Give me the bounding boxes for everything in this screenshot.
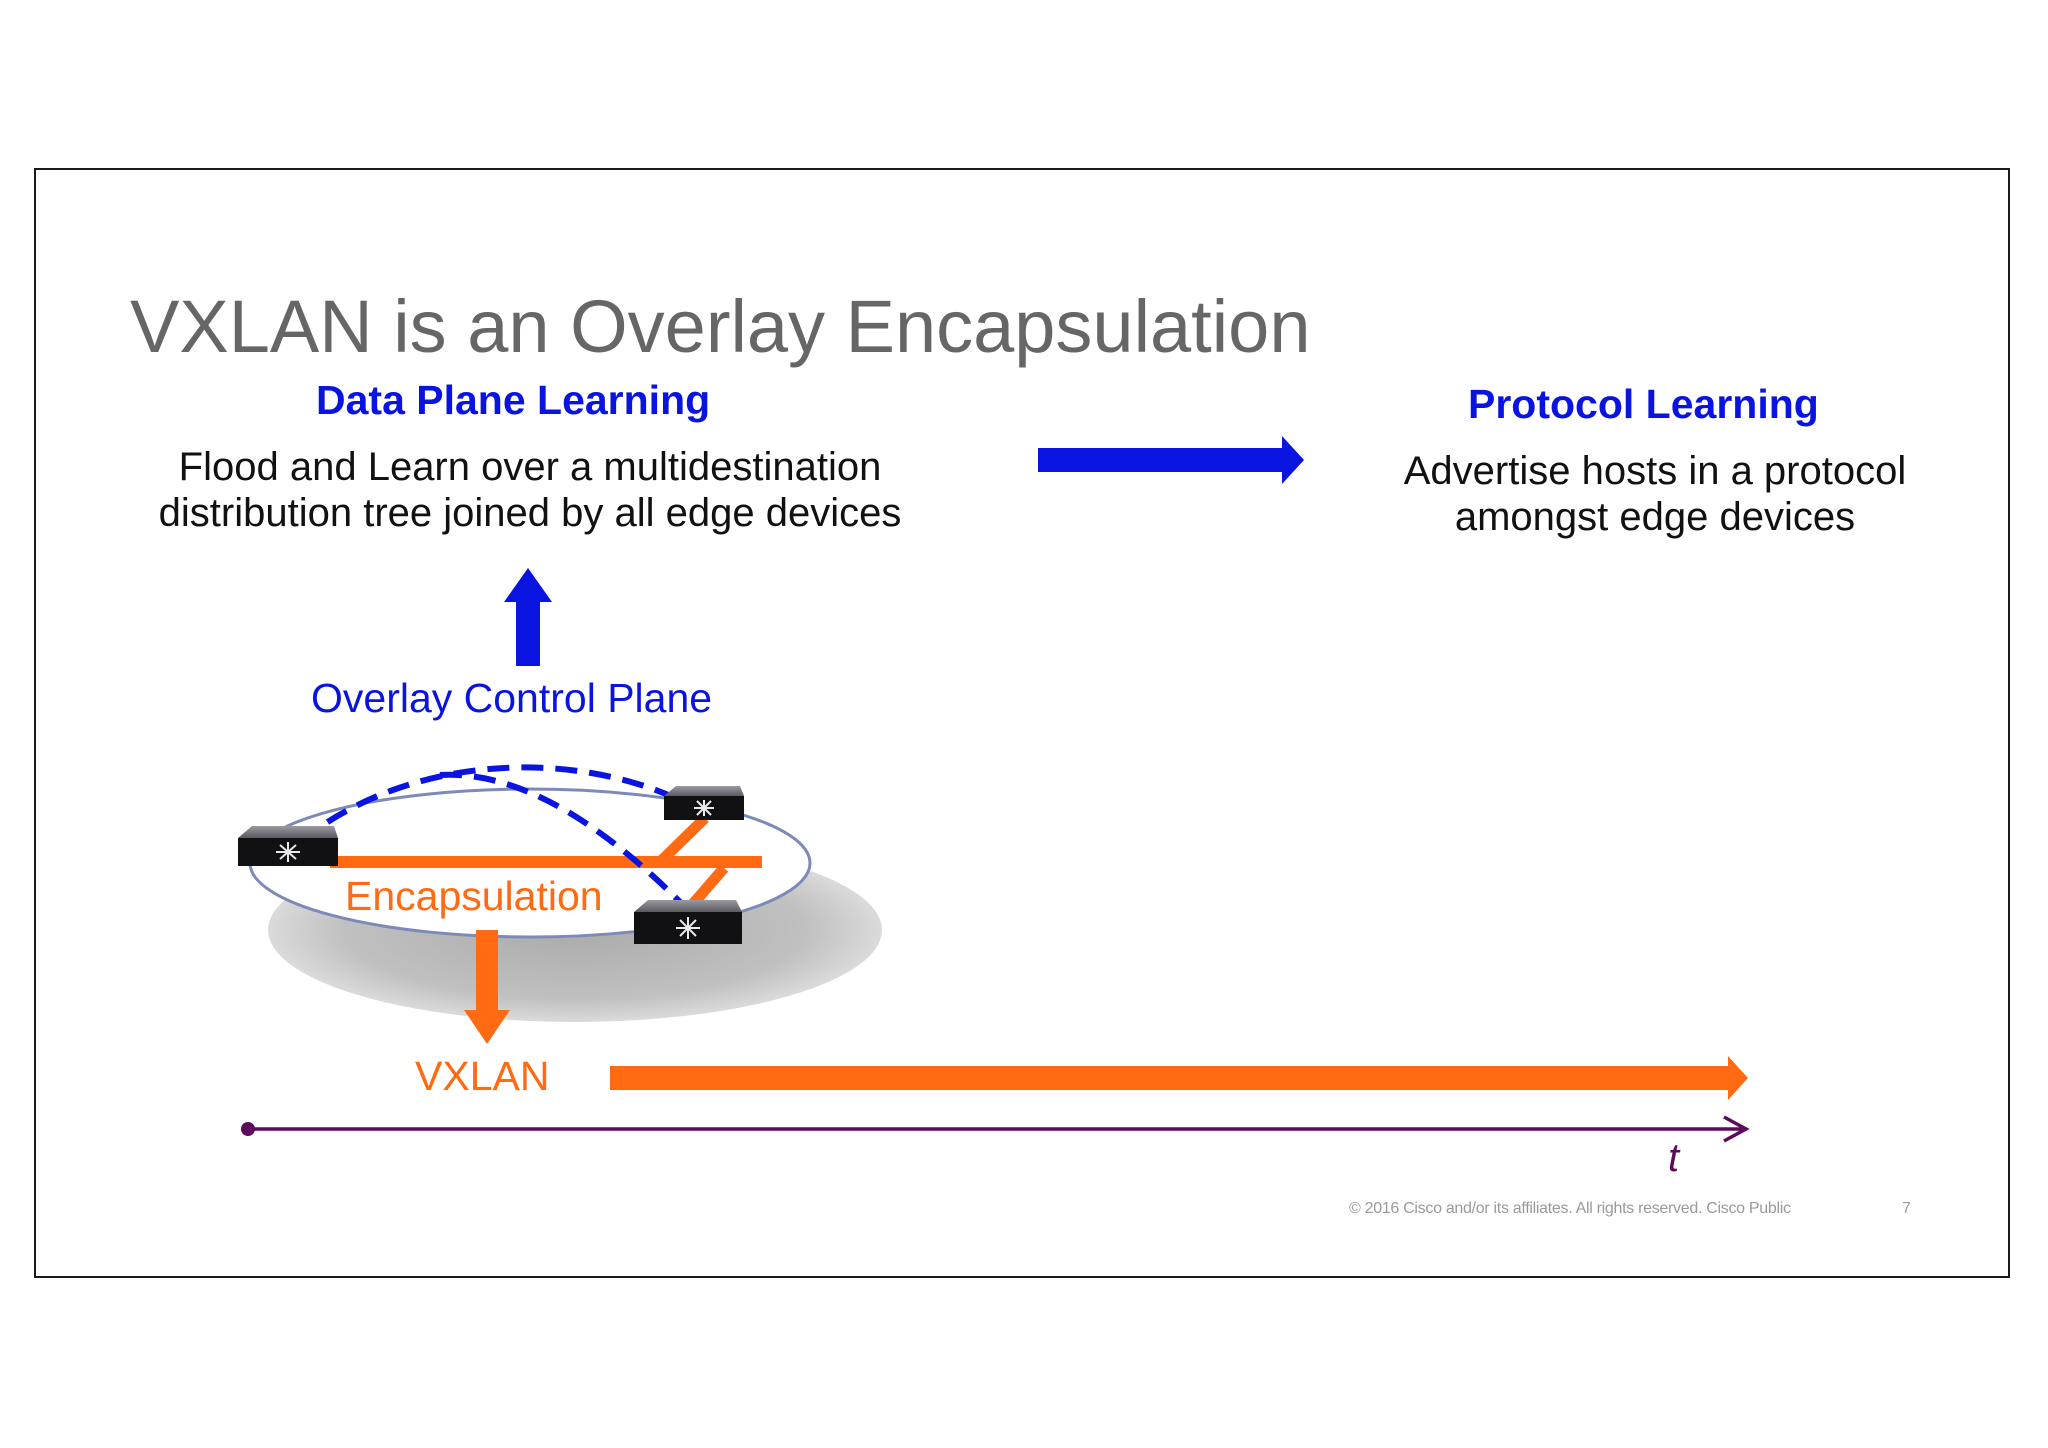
data-plane-learning-text: Flood and Learn over a multidestination … xyxy=(120,444,940,536)
time-axis-label: t xyxy=(1668,1136,1680,1180)
down-arrow xyxy=(464,930,510,1044)
right-arrow xyxy=(1038,436,1304,484)
data-plane-learning-line-1: Flood and Learn over a multidestination xyxy=(178,445,882,489)
network-switch-icon xyxy=(238,826,338,866)
protocol-learning-heading: Protocol Learning xyxy=(1468,381,1819,427)
page-title: VXLAN is an Overlay Encapsulation xyxy=(130,285,1311,368)
page-number: 7 xyxy=(1902,1200,1911,1217)
overlay-control-plane-label: Overlay Control Plane xyxy=(311,675,713,721)
up-arrow xyxy=(504,568,552,666)
timeline-arrowhead xyxy=(1723,1115,1750,1143)
control-plane-arc-1 xyxy=(298,764,682,845)
control-plane-arc-2 xyxy=(439,771,693,915)
vxlan-arrow xyxy=(610,1056,1748,1100)
network-switch-icon xyxy=(634,900,742,944)
data-plane-learning-line-2: distribution tree joined by all edge dev… xyxy=(158,491,902,535)
protocol-learning-line-2: amongst edge devices xyxy=(1454,495,1856,539)
encapsulation-label: Encapsulation xyxy=(345,873,603,919)
encapsulation-link-bottom xyxy=(687,864,729,909)
protocol-learning-text: Advertise hosts in a protocol amongst ed… xyxy=(1370,448,1940,540)
network-switch-icon xyxy=(664,786,744,820)
vxlan-label: VXLAN xyxy=(415,1053,550,1099)
protocol-learning-line-1: Advertise hosts in a protocol xyxy=(1403,449,1907,493)
slide-frame xyxy=(34,168,2010,1278)
data-plane-learning-heading: Data Plane Learning xyxy=(316,377,711,423)
encapsulation-link-top xyxy=(656,814,709,866)
footer-copyright: © 2016 Cisco and/or its affiliates. All … xyxy=(1349,1200,1791,1217)
